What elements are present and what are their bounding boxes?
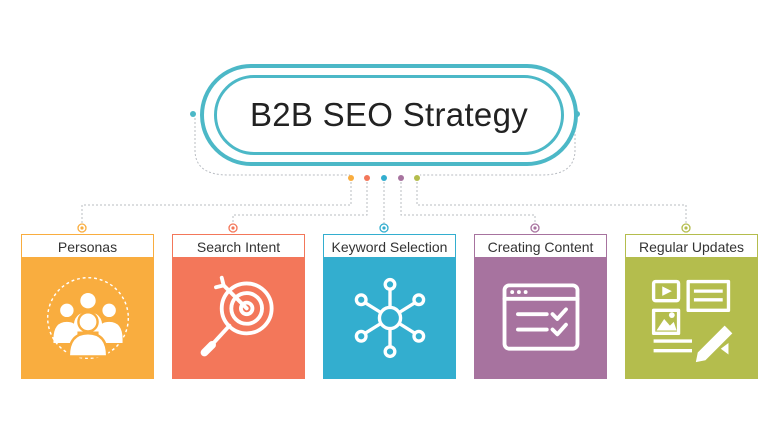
card-creating-content: Creating Content <box>474 234 607 379</box>
diagram-title: B2B SEO Strategy <box>249 96 529 133</box>
card-body-regular-updates <box>625 257 758 379</box>
media-edit-icon <box>651 279 732 363</box>
title-pill: B2B SEO Strategy <box>214 75 564 155</box>
card-body-search-intent <box>172 257 305 379</box>
card-label-keyword-selection: Keyword Selection <box>323 234 456 259</box>
checklist-window-icon <box>502 283 579 351</box>
card-body-creating-content <box>474 257 607 379</box>
card-search-intent: Search Intent <box>172 234 305 379</box>
people-group-icon <box>46 276 129 360</box>
card-label-personas: Personas <box>21 234 154 259</box>
card-keyword-selection: Keyword Selection <box>323 234 456 379</box>
card-body-keyword-selection <box>323 257 456 379</box>
card-label-regular-updates: Regular Updates <box>625 234 758 259</box>
card-regular-updates: Regular Updates <box>625 234 758 379</box>
card-label-creating-content: Creating Content <box>474 234 607 259</box>
card-label-search-intent: Search Intent <box>172 234 305 259</box>
target-magnifier-icon <box>200 275 274 357</box>
card-personas: Personas <box>21 234 154 379</box>
network-hub-icon <box>354 277 425 359</box>
card-body-personas <box>21 257 154 379</box>
